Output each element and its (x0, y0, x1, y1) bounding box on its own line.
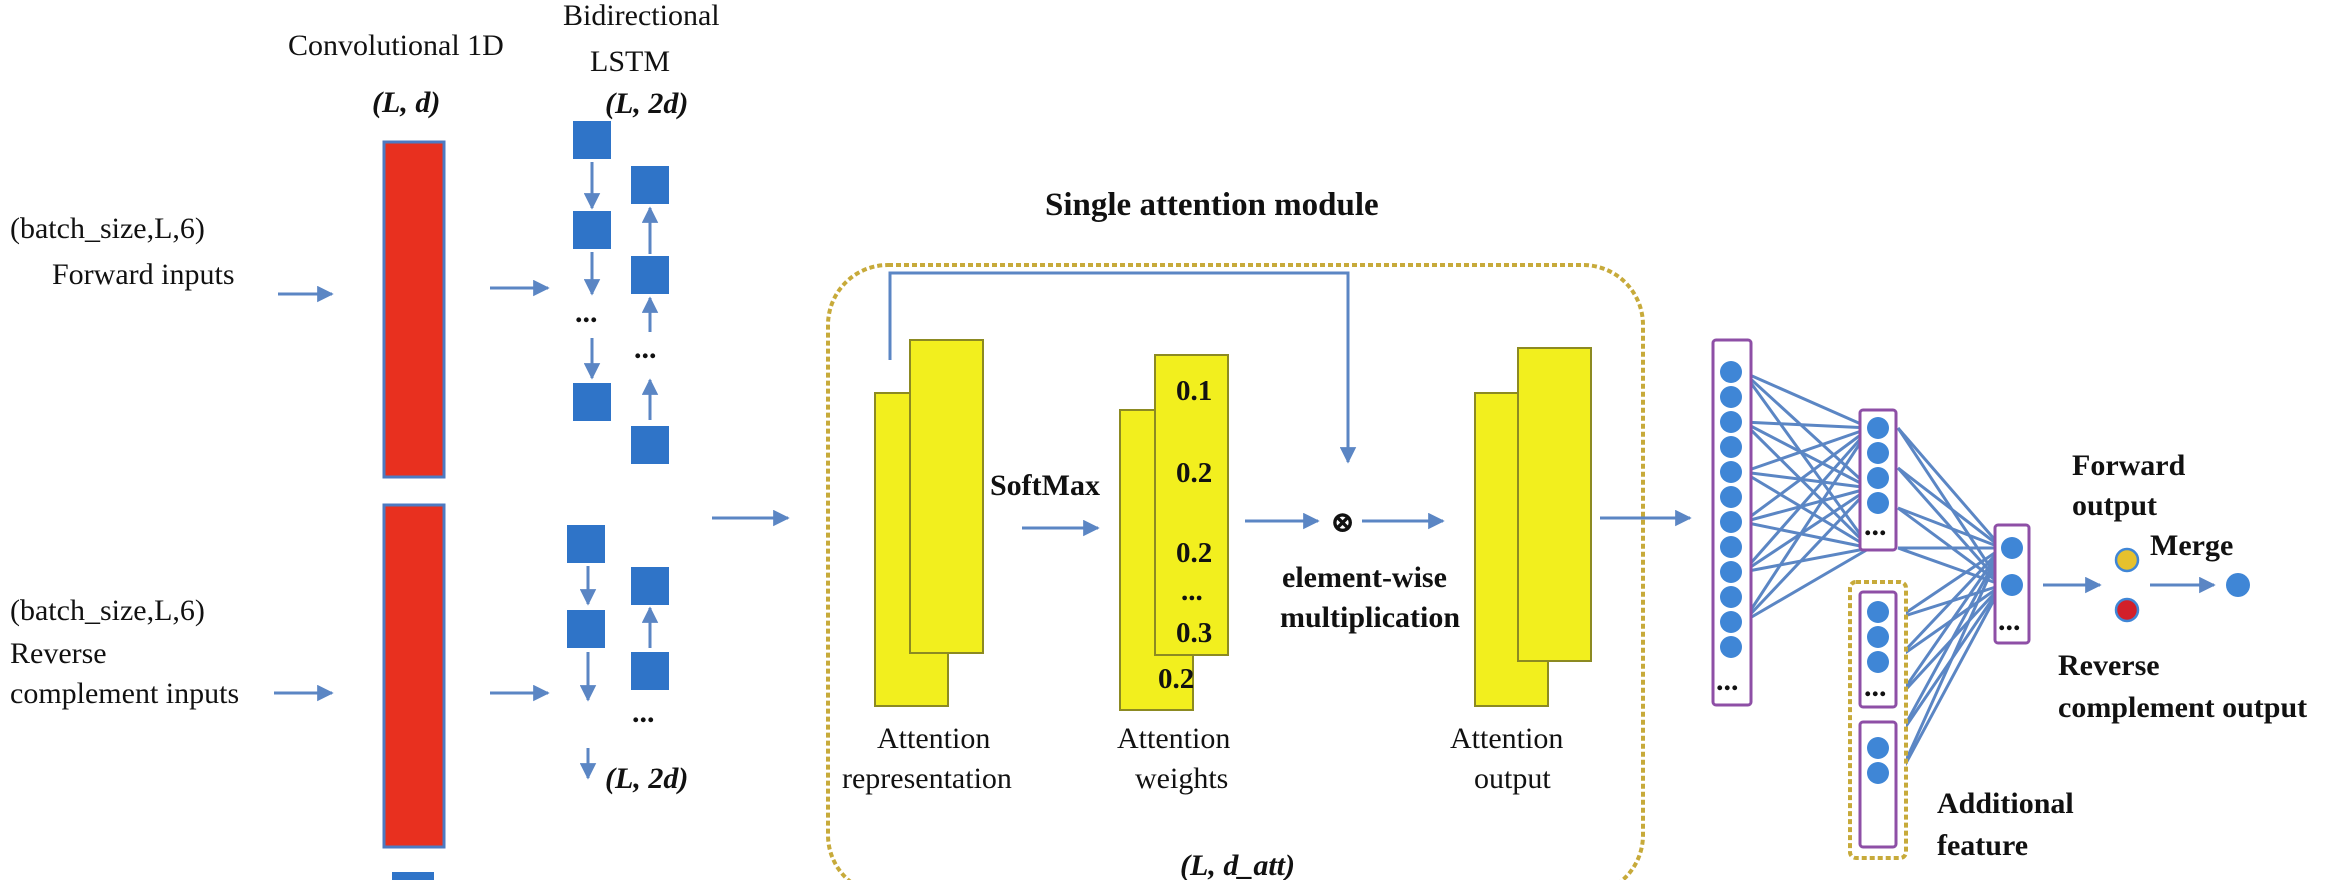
attention-output-front (1517, 347, 1592, 662)
weight-ellipsis: ... (1181, 575, 1203, 607)
lstm-ellipsis: ... (575, 296, 598, 329)
forward-output-dot (2114, 547, 2140, 573)
weight-value: 0.2 (1158, 663, 1194, 695)
conv-block-reverse (382, 503, 446, 849)
forward-input-shape: (batch_size,L,6) (10, 212, 205, 245)
lstm-cell (567, 525, 605, 563)
conv-block-forward (382, 140, 446, 479)
dense-connections (1741, 370, 2004, 779)
lstm-cell (573, 121, 611, 159)
lstm-cell (573, 383, 611, 421)
lstm-ellipsis: ... (632, 696, 655, 729)
additional-feature-box-1 (1858, 590, 1898, 709)
attention-weights-front (1154, 354, 1229, 656)
output-layer-ellipsis: ... (1998, 604, 2021, 637)
multiply-operator: ⊗ (1330, 506, 1355, 539)
lstm-shape-top: (L, 2d) (605, 87, 688, 120)
attention-output-label-line1: Attention (1450, 722, 1563, 755)
forward-output-label-line2: output (2072, 489, 2157, 522)
weight-value: 0.2 (1176, 457, 1212, 489)
additional-feature-label-line1: Additional (1937, 787, 2074, 820)
additional-feature-neurons-2 (1867, 737, 1889, 784)
attention-representation-label-line1: Attention (877, 722, 990, 755)
output-layer-neurons (2001, 537, 2023, 596)
residual-skip-arrow (888, 271, 1357, 464)
attention-weights-label-line2: weights (1135, 762, 1228, 795)
lstm-cell (567, 610, 605, 648)
lstm-cell (631, 256, 669, 294)
conv-shape: (L, d) (372, 86, 440, 119)
merged-output-node (2226, 573, 2250, 597)
attention-module-shape: (L, d_att) (1180, 849, 1295, 880)
dense-layer-1-ellipsis: ... (1716, 664, 1739, 697)
weight-value: 0.3 (1176, 617, 1212, 649)
lstm-shape-bottom: (L, 2d) (605, 762, 688, 795)
attention-module-frame (826, 263, 1645, 880)
additional-feature-ellipsis: ... (1864, 670, 1887, 703)
lstm-cell (631, 426, 669, 464)
weight-value: 0.2 (1176, 537, 1212, 569)
forward-inputs-label: Forward inputs (52, 258, 235, 291)
attention-representation-front (909, 339, 984, 654)
attention-output-label-line2: output (1474, 762, 1551, 795)
lstm-cell (573, 211, 611, 249)
dense-layer-2-neurons (1867, 417, 1889, 514)
reverse-input-shape: (batch_size,L,6) (10, 594, 205, 627)
reverse-inputs-label-line2: complement inputs (10, 677, 239, 710)
attention-module-title: Single attention module (1045, 187, 1379, 223)
lstm-cell (631, 567, 669, 605)
attention-weights-label-line1: Attention (1117, 722, 1230, 755)
element-wise-label-line2: multiplication (1280, 601, 1460, 634)
softmax-label: SoftMax (990, 469, 1100, 502)
reverse-output-dot (2114, 597, 2140, 623)
dense-layer-1-neurons (1720, 361, 1742, 658)
reverse-output-label-line1: Reverse (2058, 649, 2160, 682)
reverse-output-label-line2: complement output (2058, 691, 2307, 724)
element-wise-label-line1: element-wise (1282, 561, 1447, 594)
lstm-cell (631, 166, 669, 204)
lstm-cell (631, 652, 669, 690)
reverse-inputs-label-line1: Reverse (10, 637, 107, 670)
forward-output-label-line1: Forward (2072, 449, 2186, 482)
lstm-title-line1: Bidirectional (563, 0, 720, 32)
weight-value: 0.1 (1176, 375, 1212, 407)
attention-representation-label-line2: representation (842, 762, 1012, 795)
conv-stub-cell (392, 872, 434, 880)
additional-feature-neurons-1 (1867, 601, 1889, 673)
additional-feature-label-line2: feature (1937, 829, 2028, 862)
conv-title: Convolutional 1D (288, 29, 504, 62)
merge-label: Merge (2150, 529, 2233, 562)
lstm-ellipsis: ... (634, 332, 657, 365)
dense-layer-2-ellipsis: ... (1864, 509, 1887, 542)
lstm-title-line2: LSTM (590, 45, 670, 78)
